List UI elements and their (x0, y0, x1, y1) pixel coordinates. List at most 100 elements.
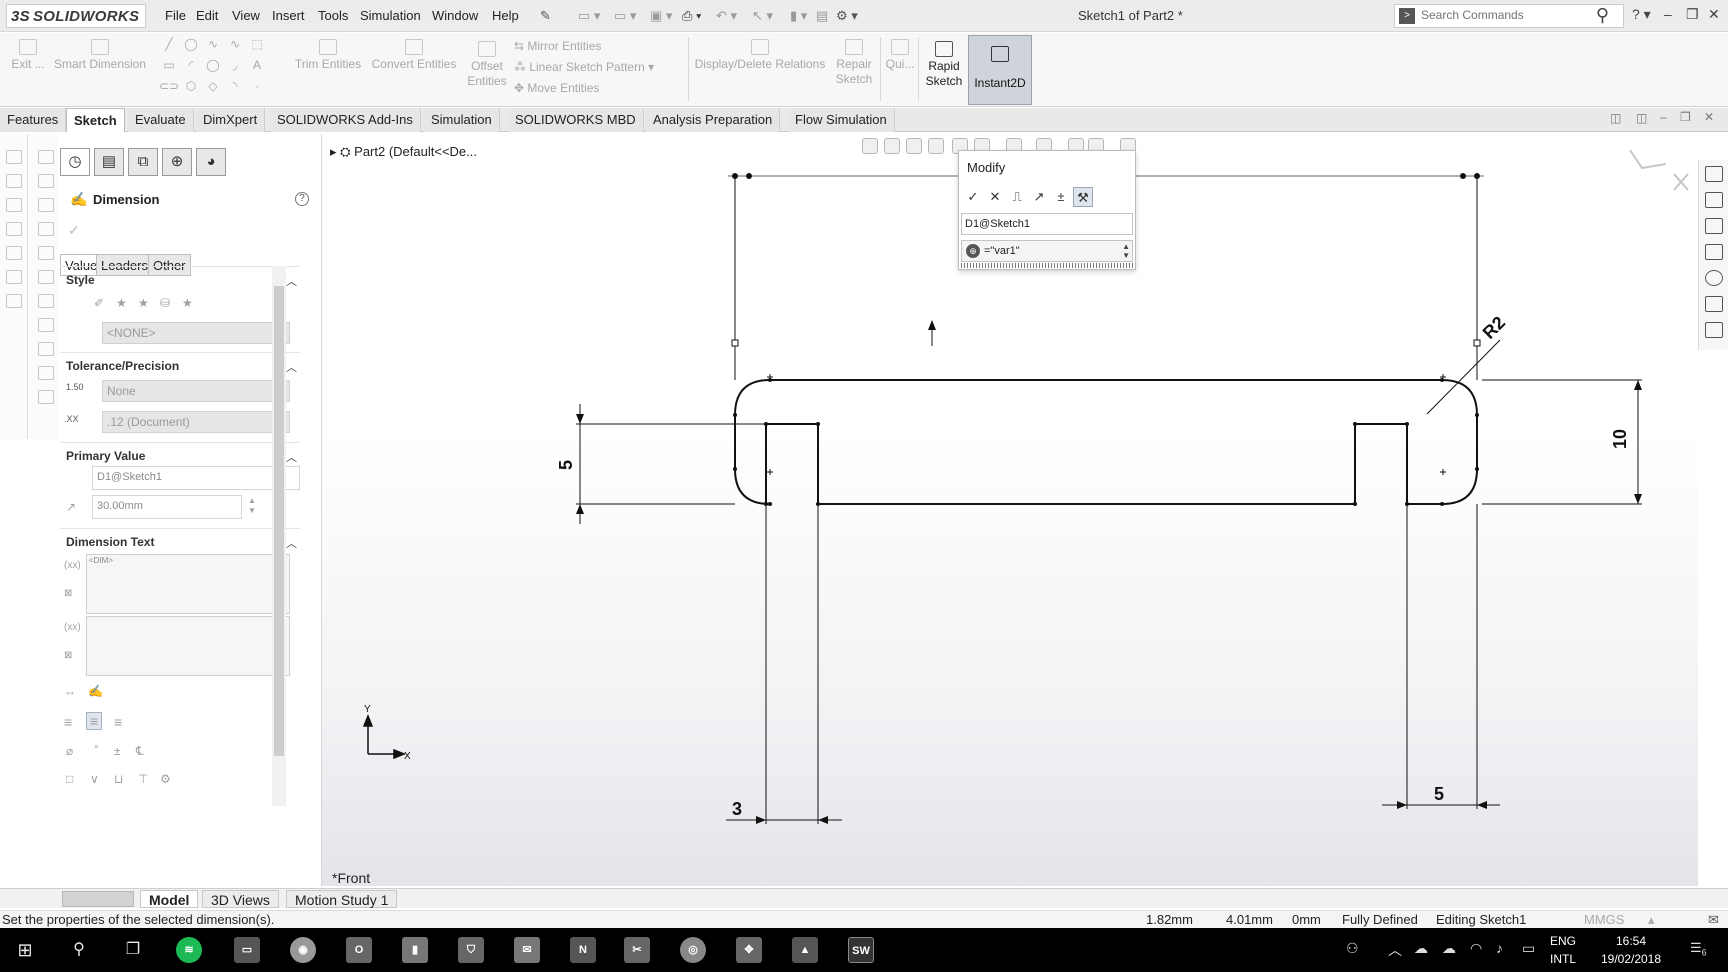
pm-scrollbar[interactable] (272, 266, 286, 806)
justify-right-icon[interactable]: ≡ (114, 714, 123, 730)
cancel-x-icon[interactable] (1673, 173, 1689, 191)
text-icon[interactable]: A (252, 58, 261, 72)
menu-window[interactable]: Window (432, 8, 479, 23)
depth-icon[interactable]: ⊤ (138, 772, 149, 786)
forum-icon[interactable] (1705, 322, 1723, 338)
sketch-point[interactable] (764, 502, 768, 506)
feature-tree-root[interactable]: ▸ ⛭ Part2 (Default<<De... (330, 144, 477, 159)
battery-icon[interactable]: ▭ (1522, 940, 1536, 956)
taskbar-search-icon[interactable]: ⚲ (73, 941, 85, 958)
sketch-point[interactable] (816, 502, 820, 506)
people-icon[interactable]: ⚇ (1346, 940, 1359, 956)
sketch-point[interactable] (1440, 502, 1444, 506)
teamviewer-icon[interactable]: ✥ (736, 937, 762, 963)
strip-tool-icon[interactable] (38, 174, 54, 188)
close-icon[interactable]: ✕ (1708, 6, 1720, 22)
strip-tool-icon[interactable] (6, 294, 22, 308)
sketch-profile[interactable] (734, 379, 1478, 505)
menu-help[interactable]: Help (492, 8, 519, 23)
reset-spin-increment-icon[interactable]: ± (1057, 189, 1065, 204)
sketch-point[interactable] (816, 422, 820, 426)
sketch-point[interactable] (1405, 422, 1409, 426)
quick-snaps-button[interactable]: Qui... (884, 39, 916, 72)
dimension-text-lower[interactable] (86, 616, 290, 676)
save-icon[interactable]: ▣ ▾ (650, 8, 673, 23)
collapse-caret-icon[interactable]: ︿ (286, 362, 297, 374)
point-icon[interactable]: · (255, 79, 259, 93)
menu-insert[interactable]: Insert (272, 8, 305, 23)
doc-close-icon[interactable]: ✕ (1704, 110, 1715, 124)
modify-value[interactable]: ="var1" (984, 245, 1020, 257)
menu-edit[interactable]: Edit (196, 8, 219, 23)
plane-icon[interactable]: ◇ (208, 79, 218, 93)
spline-icon[interactable]: ∿ (207, 37, 219, 51)
subtab-leaders[interactable]: Leaders (96, 254, 153, 276)
add-parentheses-icon[interactable]: (xx) (64, 560, 81, 571)
tab-motion-study-1[interactable]: Motion Study 1 (286, 890, 398, 908)
tab-features[interactable]: Features (0, 108, 67, 132)
file-properties-icon[interactable]: ▤ (816, 8, 829, 23)
task-view-icon[interactable]: ❐ (125, 941, 141, 958)
radius-dimension[interactable]: R2 (1479, 312, 1509, 342)
sketch-text-icon[interactable]: ⬚ (251, 37, 263, 51)
windows-start-icon[interactable]: ⊞ (17, 940, 33, 960)
sketch-point[interactable] (746, 173, 752, 179)
strip-tool-icon[interactable] (6, 270, 22, 284)
section-view-icon[interactable] (928, 138, 944, 154)
zoom-to-area-icon[interactable] (884, 138, 900, 154)
property-manager-tab-icon[interactable]: ◷ (60, 148, 90, 176)
tab-dimxpert[interactable]: DimXpert (196, 108, 266, 132)
trim-entities-button[interactable]: Trim Entities (292, 39, 364, 72)
select-icon[interactable]: ↖ ▾ (752, 8, 774, 23)
more-symbols-icon[interactable]: ⚙ (160, 772, 171, 786)
tab-model[interactable]: Model (140, 890, 199, 908)
file-explorer-taskbar-icon[interactable]: ▭ (234, 937, 260, 963)
slot-offset-dimension[interactable]: 5 (1434, 784, 1444, 804)
onedrive-icon[interactable]: ☁ (1414, 940, 1428, 956)
sketch-point[interactable] (1353, 422, 1357, 426)
sketch-point[interactable] (733, 413, 737, 417)
tile-vertical-icon[interactable]: ◫ (1636, 111, 1648, 125)
subtab-other[interactable]: Other (148, 254, 191, 276)
tab-solidworks-add-ins[interactable]: SOLIDWORKS Add-Ins (270, 108, 421, 132)
display-delete-relations-button[interactable]: Display/Delete Relations (692, 39, 828, 72)
origin-marker[interactable] (731, 339, 739, 347)
strip-tool-icon[interactable] (6, 246, 22, 260)
search-input[interactable] (1421, 8, 1571, 22)
reverse-direction-icon[interactable]: ↗ (1033, 189, 1045, 204)
slot-tool-icon[interactable]: ⊂⊃ (158, 79, 180, 93)
strip-tool-icon[interactable] (38, 342, 54, 356)
scrollbar-thumb[interactable] (274, 286, 284, 756)
dimension-name-field[interactable]: D1@Sketch1 (92, 466, 300, 490)
strip-tool-icon[interactable] (38, 246, 54, 260)
menu-tools[interactable]: Tools (318, 8, 349, 23)
precision-dropdown[interactable]: .12 (Document) ▼ (102, 411, 290, 433)
clock[interactable]: 16:54 19/02/2018 (1596, 932, 1666, 968)
confirm-check-icon[interactable] (1629, 149, 1667, 170)
thumbwheel[interactable] (961, 263, 1133, 268)
chamfer-icon[interactable]: ◝ (232, 79, 238, 93)
ellipse-icon[interactable]: ◯ (206, 58, 220, 72)
notifications-icon[interactable]: ☰6 (1690, 940, 1707, 958)
tab-flow-simulation[interactable]: Flow Simulation (788, 108, 895, 132)
strip-tool-icon[interactable] (6, 150, 22, 164)
wifi-icon[interactable]: ◠ (1470, 940, 1483, 956)
tab-solidworks-mbd[interactable]: SOLIDWORKS MBD (508, 108, 644, 132)
global-variable-icon[interactable]: ⊕ (966, 244, 980, 258)
display-manager-tab-icon[interactable]: ◕ (196, 148, 226, 176)
collapse-caret-icon[interactable]: ︿ (286, 452, 297, 464)
print-icon[interactable]: ⎙ ▾ (682, 8, 702, 23)
units-arrow-icon[interactable]: ▴ (1648, 912, 1655, 927)
custom-properties-icon[interactable] (1705, 296, 1723, 312)
appearances-icon[interactable] (1705, 270, 1723, 286)
onenote-icon[interactable]: N (570, 937, 596, 963)
sketch-point[interactable] (1353, 502, 1357, 506)
style-dropdown[interactable]: <NONE> ▼ (102, 322, 290, 344)
countersink-icon[interactable]: ∨ (90, 772, 99, 786)
undo-icon[interactable]: ↶ ▾ (716, 8, 738, 23)
primary-value-section-header[interactable]: Primary Value (66, 449, 146, 463)
status-units[interactable]: MMGS (1584, 912, 1625, 927)
strip-tool-icon[interactable] (38, 270, 54, 284)
justify-left-icon[interactable]: ≡ (64, 714, 73, 730)
open-icon[interactable]: ▭ ▾ (614, 8, 637, 23)
